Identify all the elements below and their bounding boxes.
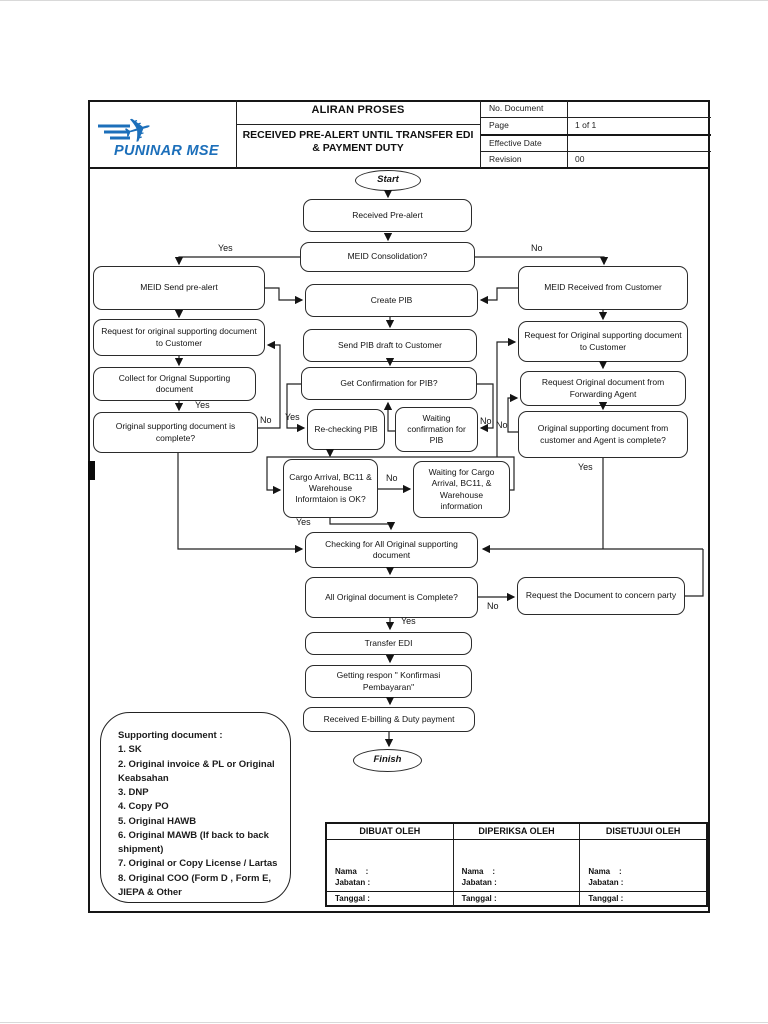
header-cell-divider bbox=[480, 100, 481, 168]
approval-column-diperiksa: DIPERIKSA OLEH bbox=[454, 824, 581, 839]
info-row-line bbox=[481, 117, 711, 118]
flow-node-send-pib-draft: Send PIB draft to Customer bbox=[303, 329, 477, 362]
flow-node-collect-original: Collect for Orignal Supporting document bbox=[93, 367, 256, 401]
approval-table-header: DIBUAT OLEH DIPERIKSA OLEH DISETUJUI OLE… bbox=[327, 824, 706, 840]
supporting-document-item: 6. Original MAWB (If back to back shipme… bbox=[118, 829, 269, 855]
page-edge-top bbox=[0, 0, 768, 1]
supporting-document-item: 8. Original COO (Form D , Form E, JIEPA … bbox=[118, 872, 272, 898]
flow-node-received-ebilling: Received E-billing & Duty payment bbox=[303, 707, 475, 732]
info-label: Effective Date bbox=[489, 138, 542, 148]
approval-cell: Nama : Jabatan : bbox=[580, 840, 706, 891]
flow-node-transfer-edi: Transfer EDI bbox=[305, 632, 472, 655]
flow-node-getting-respon: Getting respon " Konfirmasi Pembayaran" bbox=[305, 665, 472, 698]
supporting-document-item: 2. Original invoice & PL or Original Kea… bbox=[118, 758, 275, 784]
jabatan-label: Jabatan : bbox=[335, 878, 371, 888]
supporting-document-item: 3. DNP bbox=[118, 787, 149, 798]
flow-node-all-complete: All Original document is Complete? bbox=[305, 577, 478, 618]
edge-label-yes: Yes bbox=[578, 462, 593, 472]
edge-label-yes: Yes bbox=[218, 243, 233, 253]
info-table-divider bbox=[567, 100, 568, 167]
flow-node-meid-send-prealert: MEID Send pre-alert bbox=[93, 266, 265, 310]
flow-node-request-forwarding: Request Original document from Forwardin… bbox=[520, 371, 686, 406]
supporting-document-item: 5. Original HAWB bbox=[118, 815, 197, 827]
document-title: ALIRAN PROSES bbox=[311, 104, 405, 116]
jabatan-label: Jabatan : bbox=[461, 878, 497, 888]
supporting-document-item: 7. Original or Copy License / Lartas bbox=[118, 858, 278, 870]
info-value: 00 bbox=[575, 154, 585, 164]
approval-table-footer: Tanggal : Tanggal : Tanggal : bbox=[327, 891, 706, 906]
edge-label-no: No bbox=[386, 473, 398, 483]
edge-label-no: No bbox=[531, 243, 543, 253]
tanggal-label: Tanggal : bbox=[327, 892, 454, 906]
edge-label-no: No bbox=[260, 415, 272, 425]
info-row-line bbox=[481, 151, 711, 152]
edge-label-yes: Yes bbox=[285, 412, 300, 422]
flow-node-original-complete-left: Original supporting document is complete… bbox=[93, 412, 258, 453]
approval-table: DIBUAT OLEH DIPERIKSA OLEH DISETUJUI OLE… bbox=[325, 822, 708, 907]
document-subtitle: RECEIVED PRE-ALERT UNTIL TRANSFER EDI & … bbox=[242, 129, 474, 155]
info-value: 1 of 1 bbox=[575, 120, 597, 130]
jabatan-label: Jabatan : bbox=[588, 878, 624, 888]
approval-column-disetujui: DISETUJUI OLEH bbox=[605, 826, 681, 836]
scan-artifact bbox=[88, 461, 95, 480]
flow-node-cargo-ok: Cargo Arrival, BC11 & Warehouse Informta… bbox=[283, 459, 378, 518]
flow-node-request-original-left: Request for original supporting document… bbox=[93, 319, 265, 356]
logo-text: PUNINAR MSE bbox=[114, 143, 220, 159]
flow-node-waiting-confirmation: Waiting confirmation for PIB bbox=[395, 407, 478, 452]
flow-node-received-prealert: Received Pre-alert bbox=[303, 199, 472, 232]
supporting-document-item: 4. Copy PO bbox=[118, 801, 169, 813]
approval-cell: Nama : Jabatan : bbox=[454, 840, 581, 891]
supporting-document-note: Supporting document : 1. SK 2. Original … bbox=[100, 712, 291, 903]
flow-node-request-concern: Request the Document to concern party bbox=[517, 577, 685, 615]
supporting-document-item: 1. SK bbox=[118, 744, 142, 756]
nama-label: Nama : bbox=[588, 867, 622, 877]
edge-label-no: No bbox=[496, 420, 508, 430]
info-row-line bbox=[481, 134, 711, 136]
flow-node-create-pib: Create PIB bbox=[305, 284, 478, 317]
approval-cell: Nama : Jabatan : bbox=[327, 840, 454, 891]
info-label: Revision bbox=[489, 154, 522, 164]
edge-label-no: No bbox=[487, 601, 499, 611]
supporting-document-title: Supporting document : bbox=[118, 730, 223, 741]
edge-label-no: No bbox=[480, 416, 492, 426]
info-label: No. Document bbox=[489, 103, 544, 113]
info-label: Page bbox=[489, 120, 509, 130]
flow-node-finish: Finish bbox=[353, 749, 422, 772]
flow-node-original-complete-right: Original supporting document from custom… bbox=[518, 411, 688, 458]
edge-label-yes: Yes bbox=[296, 517, 311, 527]
flow-node-meid-consolidation: MEID Consolidation? bbox=[300, 242, 475, 272]
edge-label-yes: Yes bbox=[195, 400, 210, 410]
page-edge-bottom bbox=[0, 1022, 768, 1023]
tanggal-label: Tanggal : bbox=[588, 894, 624, 903]
nama-label: Nama : bbox=[335, 867, 369, 877]
edge-label-yes: Yes bbox=[401, 616, 416, 626]
header-cell-divider bbox=[236, 100, 237, 168]
speed-lines-icon bbox=[98, 124, 130, 140]
flow-node-checking-all: Checking for All Original supporting doc… bbox=[305, 532, 478, 568]
header-divider bbox=[88, 167, 710, 169]
flow-node-get-confirmation: Get Confirmation for PIB? bbox=[301, 367, 477, 400]
approval-column-dibuat: DIBUAT OLEH bbox=[327, 824, 454, 839]
page-border bbox=[88, 100, 710, 913]
flow-node-start: Start bbox=[355, 170, 421, 191]
flow-node-request-original-right: Request for Original supporting document… bbox=[518, 321, 688, 362]
company-logo: ✈ PUNINAR MSE bbox=[98, 108, 220, 159]
flow-node-waiting-cargo: Waiting for Cargo Arrival, BC11, & Wareh… bbox=[413, 461, 510, 518]
tanggal-label: Tanggal : bbox=[454, 892, 581, 906]
flow-node-meid-received: MEID Received from Customer bbox=[518, 266, 688, 310]
title-divider bbox=[236, 124, 480, 125]
nama-label: Nama : bbox=[461, 867, 496, 877]
flow-node-rechecking-pib: Re-checking PIB bbox=[307, 409, 385, 450]
approval-table-body: Nama : Jabatan : Nama : Jabatan : Nama :… bbox=[327, 840, 706, 891]
